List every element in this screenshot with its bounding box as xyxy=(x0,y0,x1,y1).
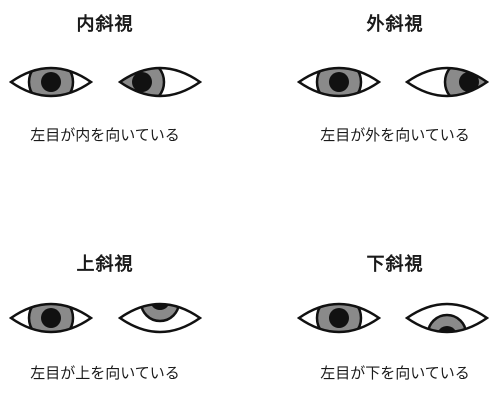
left-eye-icon xyxy=(405,66,489,98)
panel-exotropia: 外斜視 左目が外を向いている xyxy=(250,0,500,200)
panel-hypotropia: 下斜視 左目が下を向いている xyxy=(250,200,500,400)
right-eye-icon xyxy=(297,66,381,98)
pupil xyxy=(329,308,349,328)
right-eye-icon xyxy=(9,66,93,98)
right-eye-icon xyxy=(297,302,381,334)
left-eye-icon xyxy=(118,66,202,98)
panel-title: 下斜視 xyxy=(366,254,424,275)
panel-esotropia: 内斜視 左目が内を向いている xyxy=(0,0,250,200)
panel-caption: 左目が上を向いている xyxy=(30,364,180,382)
eyelid-outline xyxy=(405,302,489,334)
pupil xyxy=(132,72,152,92)
right-eye-icon xyxy=(9,302,93,334)
left-eye-icon xyxy=(118,302,202,334)
panel-caption: 左目が内を向いている xyxy=(30,126,180,144)
pupil xyxy=(41,308,61,328)
panel-caption: 左目が外を向いている xyxy=(320,126,470,144)
pupil xyxy=(329,72,349,92)
pupil xyxy=(41,72,61,92)
panel-title: 上斜視 xyxy=(76,254,134,275)
eyelid-outline xyxy=(118,66,202,98)
eyelid-outline xyxy=(118,302,202,334)
eyelid-outline xyxy=(297,66,381,98)
pupil xyxy=(459,72,479,92)
panel-caption: 左目が下を向いている xyxy=(320,364,470,382)
panel-hypertropia: 上斜視 左目が上を向いている xyxy=(0,200,250,400)
panel-title: 内斜視 xyxy=(76,14,134,35)
eyelid-outline xyxy=(405,66,489,98)
panel-title: 外斜視 xyxy=(366,14,424,35)
eyelid-outline xyxy=(9,66,93,98)
left-eye-icon xyxy=(405,302,489,334)
iris xyxy=(426,313,468,332)
eyelid-outline xyxy=(297,302,381,334)
iris xyxy=(139,304,181,323)
eyelid-outline xyxy=(9,302,93,334)
